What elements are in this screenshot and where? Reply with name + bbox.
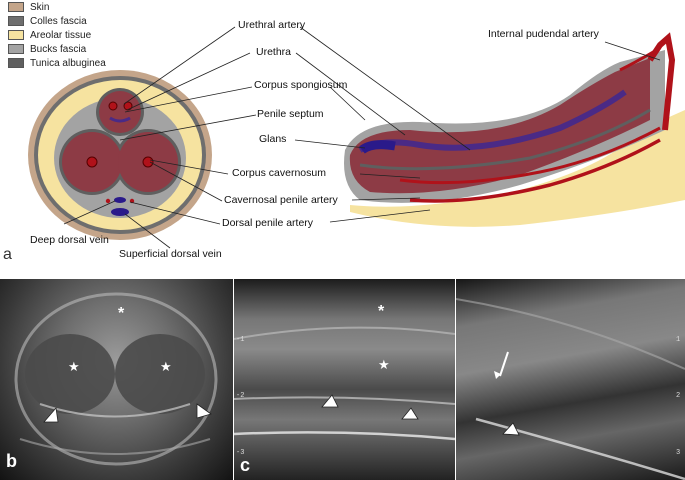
asterisk-marker: * [378, 303, 385, 320]
scale-mark: 2 [676, 392, 681, 400]
arrowhead-marker [43, 407, 59, 423]
legend-label: Areolar tissue [30, 29, 92, 41]
scale-mark: -1 [236, 336, 245, 344]
legend-item-skin: Skin [8, 0, 106, 14]
panel-label-c: c [240, 455, 251, 475]
cross-section [28, 70, 212, 240]
star-marker: ★ [378, 357, 390, 372]
legend-swatch [8, 30, 24, 40]
label-urethra: Urethra [256, 46, 292, 58]
scale-mark: -2 [236, 392, 245, 400]
asterisk-marker: * [118, 305, 125, 322]
arrow-marker [499, 351, 509, 377]
label-urethral-artery: Urethral artery [238, 19, 306, 31]
legend-swatch [8, 16, 24, 26]
label-glans: Glans [259, 133, 287, 145]
label-corpus-spongiosum: Corpus spongiosum [254, 79, 348, 91]
scale-mark: 1 [676, 336, 681, 344]
arrowhead-marker [401, 407, 419, 420]
legend-item-bucks: Bucks fascia [8, 42, 106, 56]
legend-item-areolar: Areolar tissue [8, 28, 106, 42]
legend-swatch [8, 44, 24, 54]
panel-label-b: b [6, 451, 17, 471]
legend: Skin Colles fascia Areolar tissue Bucks … [8, 0, 106, 70]
star-marker: ★ [68, 359, 80, 374]
scale-mark: -3 [236, 449, 245, 457]
arrow-head [494, 371, 501, 379]
longitudinal-section [344, 32, 685, 227]
leader-lines [63, 26, 661, 249]
star-marker: ★ [160, 359, 172, 374]
legend-label: Tunica albuginea [30, 57, 106, 69]
panel-label-a: a [3, 246, 12, 263]
legend-label: Skin [30, 1, 50, 13]
ultrasound-c-left-shapes [234, 326, 455, 441]
label-superficial-dorsal-vein: Superficial dorsal vein [119, 248, 222, 260]
ultrasound-panel-b: * ★ ★ b [0, 279, 233, 480]
anatomy-diagram [28, 26, 685, 249]
label-penile-septum: Penile septum [257, 108, 324, 120]
arrowhead-marker [502, 422, 520, 436]
legend-label: Colles fascia [30, 15, 87, 27]
legend-swatch [8, 58, 24, 68]
legend-swatch [8, 2, 24, 12]
arrowhead-marker [196, 403, 212, 419]
legend-item-tunica: Tunica albuginea [8, 56, 106, 70]
legend-item-colles: Colles fascia [8, 14, 106, 28]
arrowhead-marker [321, 394, 339, 408]
ultrasound-panel-c-left: * ★ -1 -2 -3 c [234, 279, 455, 480]
label-corpus-cavernosum: Corpus cavernosum [232, 167, 326, 179]
ultrasound-c-right-shapes [456, 298, 685, 480]
legend-label: Bucks fascia [30, 43, 87, 55]
label-internal-pudendal: Internal pudendal artery [488, 28, 599, 40]
label-cavernosal-artery: Cavernosal penile artery [224, 194, 338, 206]
scale-mark: 3 [676, 449, 681, 457]
label-dorsal-artery: Dorsal penile artery [222, 217, 314, 229]
label-deep-dorsal-vein: Deep dorsal vein [30, 234, 109, 246]
ultrasound-panel-c-right: 1 2 3 [456, 279, 685, 480]
ultrasound-b-shapes [14, 292, 218, 466]
